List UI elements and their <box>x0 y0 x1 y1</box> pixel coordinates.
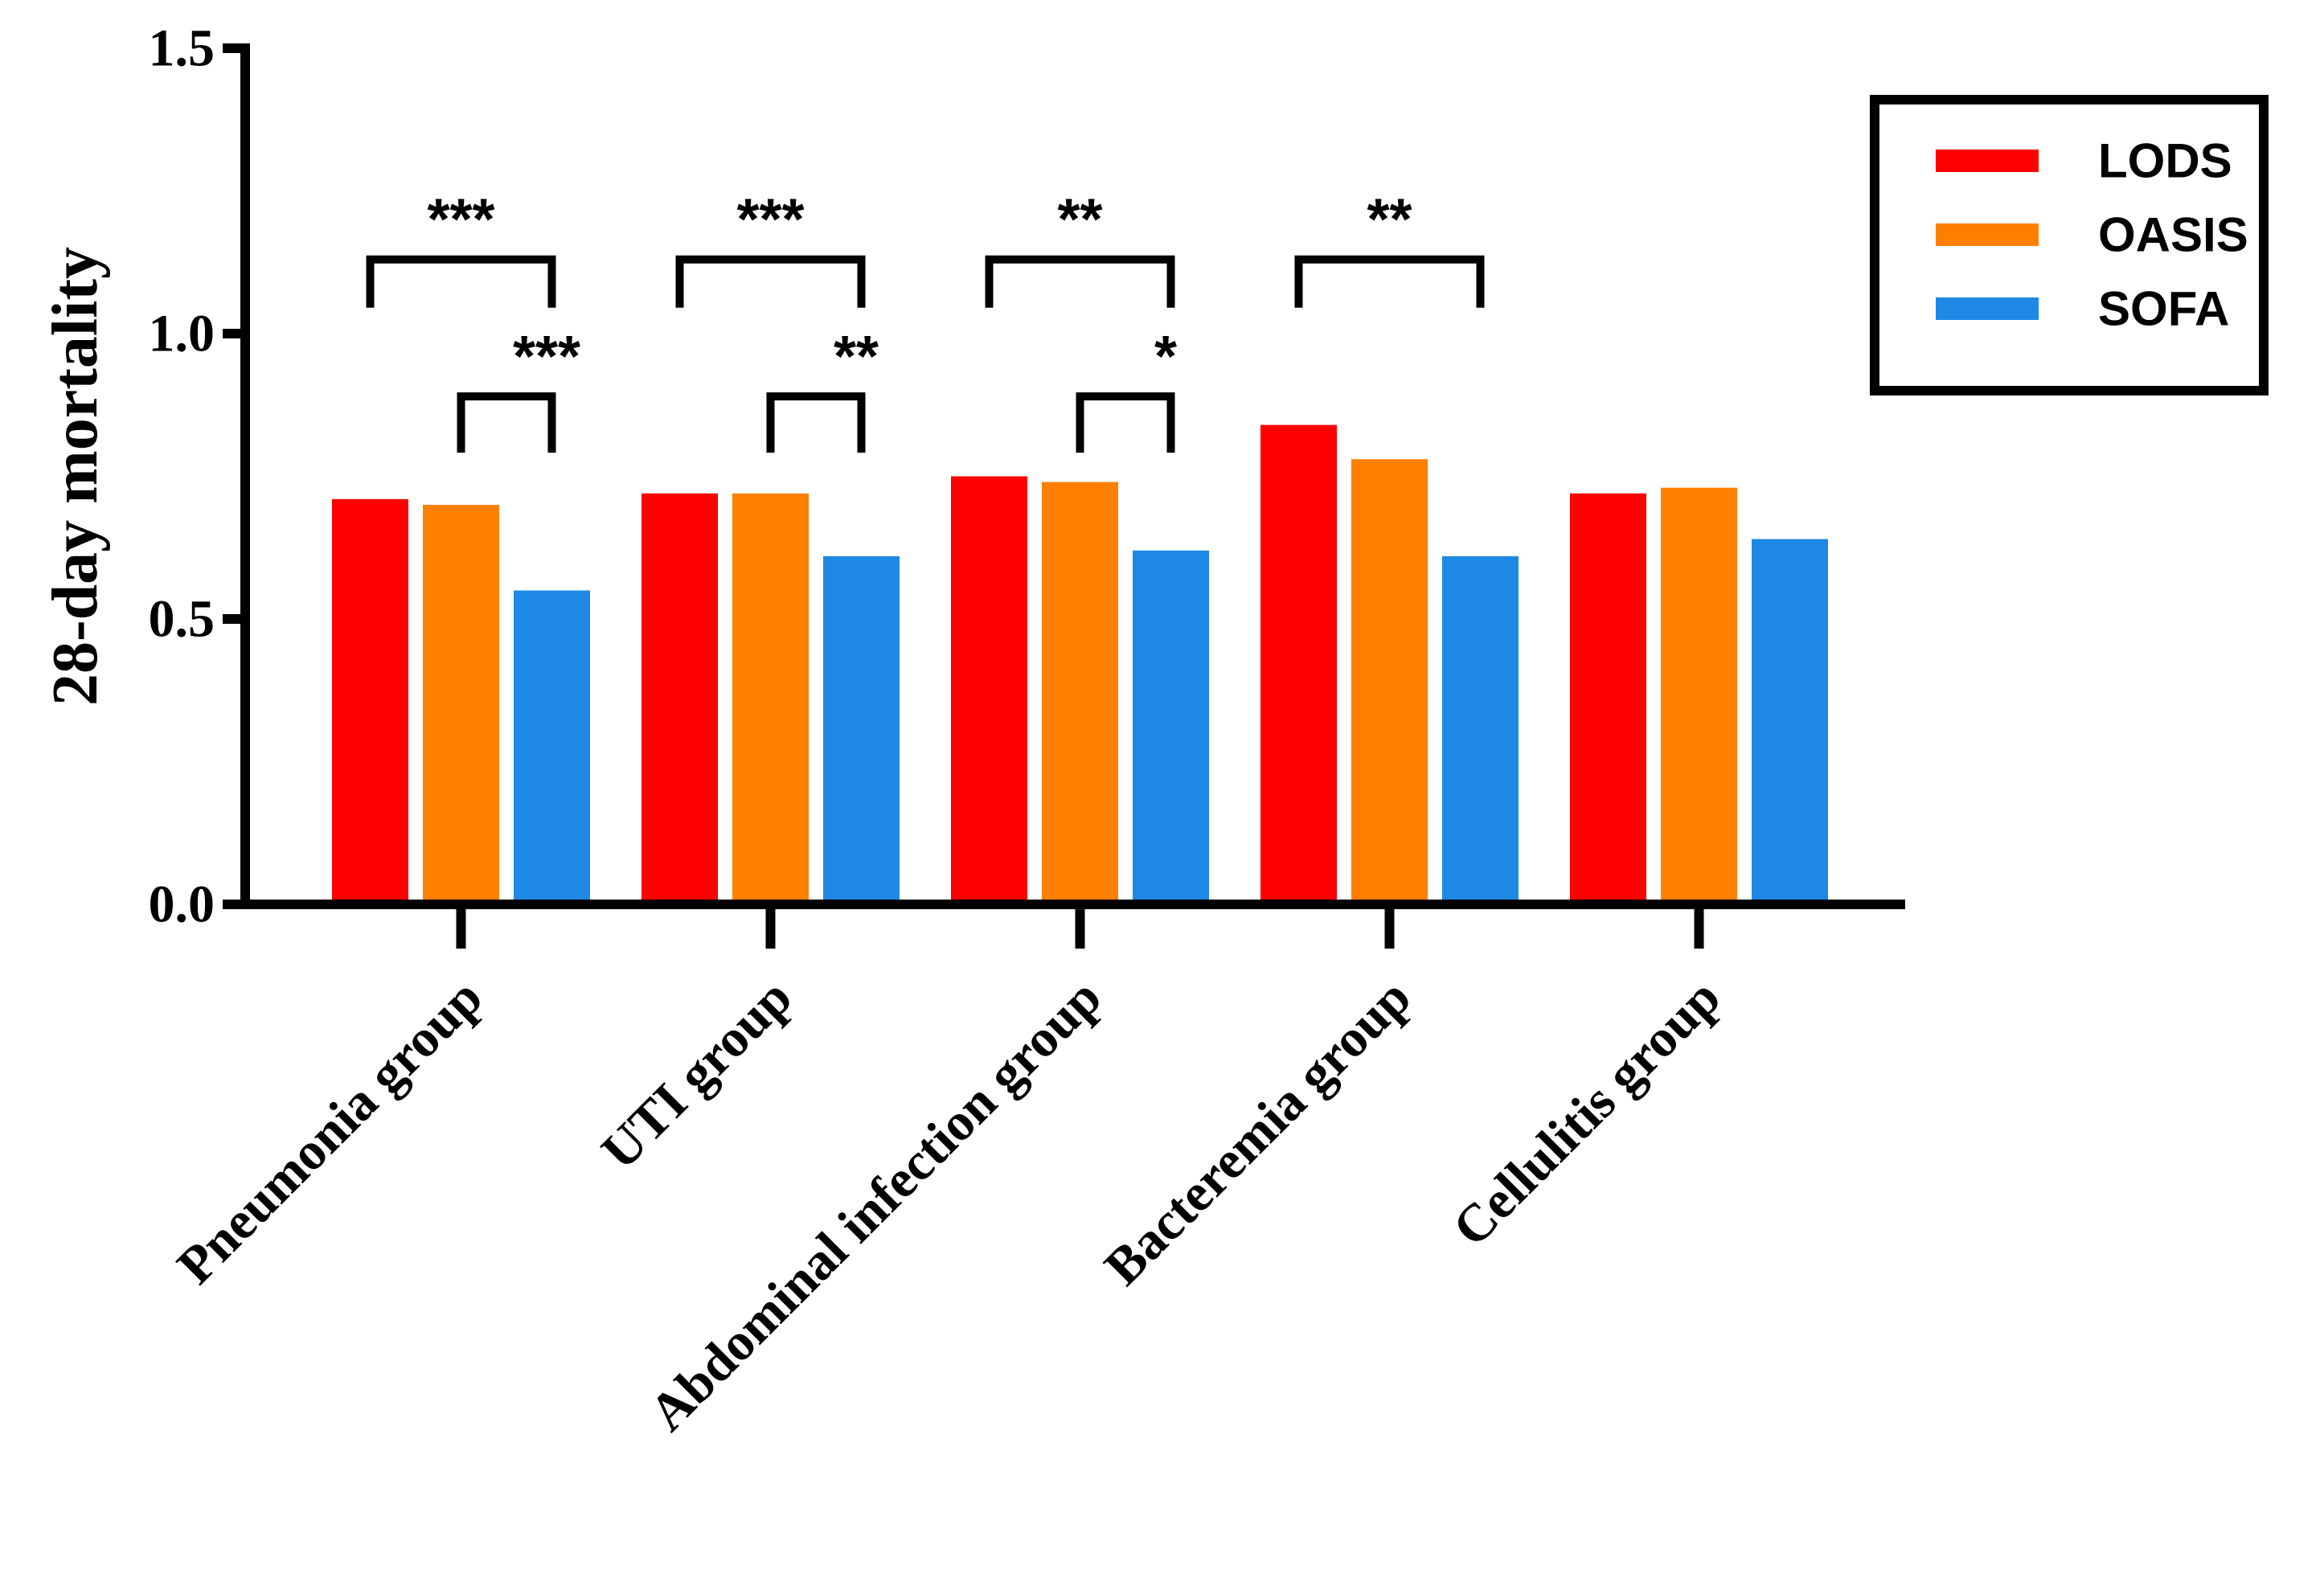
y-axis: 0.0 0.5 1.0 1.5 <box>149 19 250 934</box>
bar-oasis-2 <box>1042 482 1118 900</box>
legend-label: SOFA <box>2098 282 2229 336</box>
bar-sofa-2 <box>1133 550 1209 900</box>
legend-swatch-lods <box>1936 150 2039 172</box>
bar-lods-3 <box>1260 424 1337 900</box>
bar-oasis-1 <box>732 493 809 900</box>
significance-bracket <box>766 392 866 453</box>
significance-label: *** <box>427 188 494 252</box>
bar-sofa-3 <box>1442 555 1519 900</box>
significance-label: ** <box>1057 188 1102 252</box>
significance-label: * <box>1154 325 1177 389</box>
bar-sofa-4 <box>1752 539 1828 900</box>
bar-lods-4 <box>1570 493 1646 900</box>
bar-lods-0 <box>332 498 408 900</box>
significance-bracket <box>675 255 866 308</box>
legend-label: LODS <box>2098 134 2232 188</box>
x-category-label: Bacteremia group <box>1093 968 1422 1297</box>
significance-bracket <box>1294 255 1485 308</box>
y-tick-label: 1.0 <box>149 305 215 363</box>
y-tick-label: 0.0 <box>149 875 215 934</box>
x-category-label: Cellulitis group <box>1441 968 1732 1258</box>
bar-lods-1 <box>641 493 718 900</box>
significance-brackets: **************** <box>366 188 1485 453</box>
legend-label: OASIS <box>2098 208 2248 262</box>
bar-lods-2 <box>951 476 1027 900</box>
y-axis-title: 28-day mortality <box>40 247 111 706</box>
x-category-label: UTI group <box>590 968 803 1181</box>
y-tick-label: 0.5 <box>149 590 215 649</box>
legend-swatch-sofa <box>1936 297 2039 320</box>
significance-label: ** <box>834 325 879 389</box>
significance-label: ** <box>1367 188 1412 252</box>
bar-oasis-4 <box>1661 487 1737 900</box>
bar-sofa-1 <box>823 555 900 900</box>
y-tick-label: 1.5 <box>149 19 215 78</box>
legend: LODS OASIS SOFA <box>1870 95 2269 396</box>
bar-oasis-3 <box>1351 459 1428 900</box>
bars <box>332 424 1828 900</box>
significance-label: *** <box>513 325 580 389</box>
significance-bracket <box>457 392 556 453</box>
significance-bracket <box>1076 392 1175 453</box>
legend-swatch-oasis <box>1936 223 2039 246</box>
bar-sofa-0 <box>514 590 590 900</box>
significance-bracket <box>366 255 556 308</box>
significance-label: *** <box>736 188 804 252</box>
x-category-label: Pneumonia group <box>166 968 494 1295</box>
significance-bracket <box>985 255 1175 308</box>
bar-oasis-0 <box>423 505 499 900</box>
